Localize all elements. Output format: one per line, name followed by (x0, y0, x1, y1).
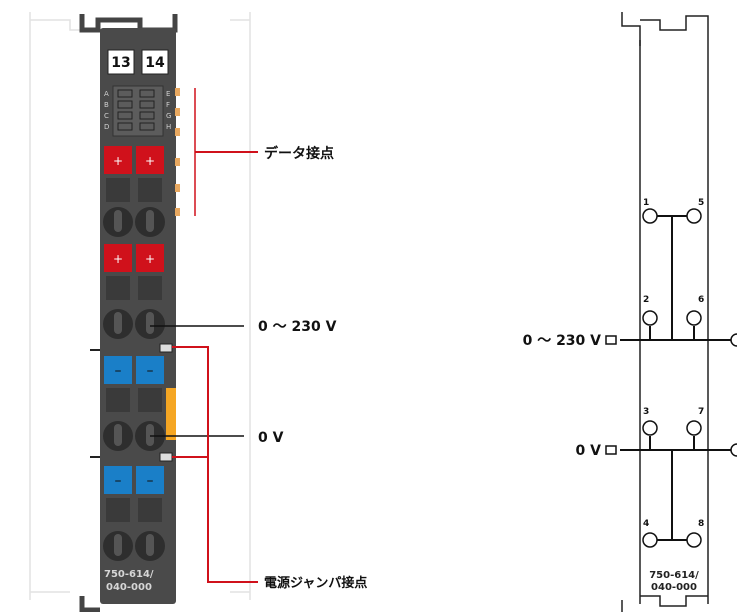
wire-entry-slot (146, 210, 154, 232)
schematic-part-number-line2: 040-000 (651, 582, 697, 593)
pin-label-1: 1 (643, 198, 649, 208)
orange-contact (166, 388, 176, 440)
plus-button (104, 244, 132, 272)
wire-entry-slot (114, 424, 122, 446)
pin-label-8: 8 (698, 519, 704, 529)
minus-icon: – (115, 473, 122, 489)
schematic-top-outline (621, 12, 709, 46)
plus-icon: + (113, 252, 123, 266)
pin-label-3: 3 (643, 407, 649, 417)
terminal-number-13: 13 (111, 55, 130, 71)
led-letter-b: B (104, 101, 109, 109)
wire-entry-slot (146, 312, 154, 334)
voltage-0-label: 0 V (258, 430, 284, 446)
pin-label-2: 2 (643, 295, 649, 305)
minus-button (104, 356, 132, 384)
plus-icon: + (113, 154, 123, 168)
pin-circle-6 (686, 310, 702, 326)
power-jumper-label: 電源ジャンパ接点 (264, 575, 367, 591)
led-letter-g: G (166, 112, 171, 120)
pin-label-6: 6 (698, 295, 704, 305)
data-contacts (175, 88, 180, 216)
rail-clip-top (79, 14, 178, 33)
terminal-0 (605, 445, 617, 455)
led-letter-f: F (166, 101, 170, 109)
schematic-bottom-outline (621, 595, 708, 612)
led-letter-d: D (104, 123, 109, 131)
pin-circle-1 (642, 208, 658, 224)
release-slot (106, 276, 130, 300)
power-jumper-leader (172, 346, 258, 583)
release-slot (138, 498, 162, 522)
rail-end-0 (730, 443, 737, 457)
schematic-part-number-line1: 750-614/ (649, 570, 699, 581)
module-part-number-line2: 040-000 (106, 582, 152, 593)
schematic-voltage-0-label: 0 V (576, 443, 602, 459)
pin-label-4: 4 (643, 519, 649, 529)
release-slot (106, 498, 130, 522)
wire-entry-slot (146, 424, 154, 446)
rail-end-230 (730, 333, 737, 347)
release-slot (138, 276, 162, 300)
pin-circle-3 (642, 420, 658, 436)
terminal-230 (605, 335, 617, 345)
wire-entry-slot (114, 210, 122, 232)
minus-button (136, 356, 164, 384)
led-letter-e: E (166, 90, 170, 98)
terminal-number-14: 14 (145, 55, 165, 71)
release-slot (138, 388, 162, 412)
neighbor-outline (29, 12, 251, 600)
release-slot (106, 388, 130, 412)
module-illustration: 13 14 A B C D E F G H + + (29, 12, 251, 612)
minus-icon: – (147, 363, 154, 379)
wire-entry-slot (114, 312, 122, 334)
minus-icon: – (115, 363, 122, 379)
power-jumper-contact (159, 452, 173, 462)
pin-circle-8 (686, 532, 702, 548)
plus-icon: + (145, 154, 155, 168)
led-letter-h: H (166, 123, 171, 131)
pin-label-7: 7 (698, 407, 704, 417)
minus-icon: – (147, 473, 154, 489)
module-part-number-line1: 750-614/ (104, 569, 154, 580)
release-slot (138, 178, 162, 202)
terminal-number-box-14 (141, 49, 169, 75)
led-letter-a: A (104, 90, 109, 98)
power-jumper-contact (159, 343, 173, 353)
voltage-230-label: 0 ～ 230 V (258, 319, 337, 335)
led-panel (112, 85, 164, 137)
minus-button (136, 466, 164, 494)
wire-entry-slot (114, 534, 122, 556)
release-slot (106, 178, 130, 202)
callouts: データ接点 0 ～ 230 V 0 V 電源ジャンパ接点 (150, 88, 367, 591)
data-contacts-label: データ接点 (264, 145, 334, 162)
wire-entry-slot (146, 534, 154, 556)
led-letter-c: C (104, 112, 109, 120)
led-slots (117, 89, 155, 131)
pin-circle-2 (642, 310, 658, 326)
plus-button (104, 146, 132, 174)
pin-circle-5 (686, 208, 702, 224)
plus-icon: + (145, 252, 155, 266)
terminal-number-box-13 (107, 49, 135, 75)
schematic-voltage-230-label: 0 ～ 230 V (523, 333, 602, 349)
pin-label-5: 5 (698, 198, 704, 208)
plus-button (136, 244, 164, 272)
pin-circle-4 (642, 532, 658, 548)
minus-button (104, 466, 132, 494)
plus-button (136, 146, 164, 174)
pin-circle-7 (686, 420, 702, 436)
schematic: 1 5 2 6 3 7 4 8 0 ～ 230 V 0 V 750-614/ 0… (523, 12, 737, 612)
rail-clip-bottom (79, 596, 100, 612)
